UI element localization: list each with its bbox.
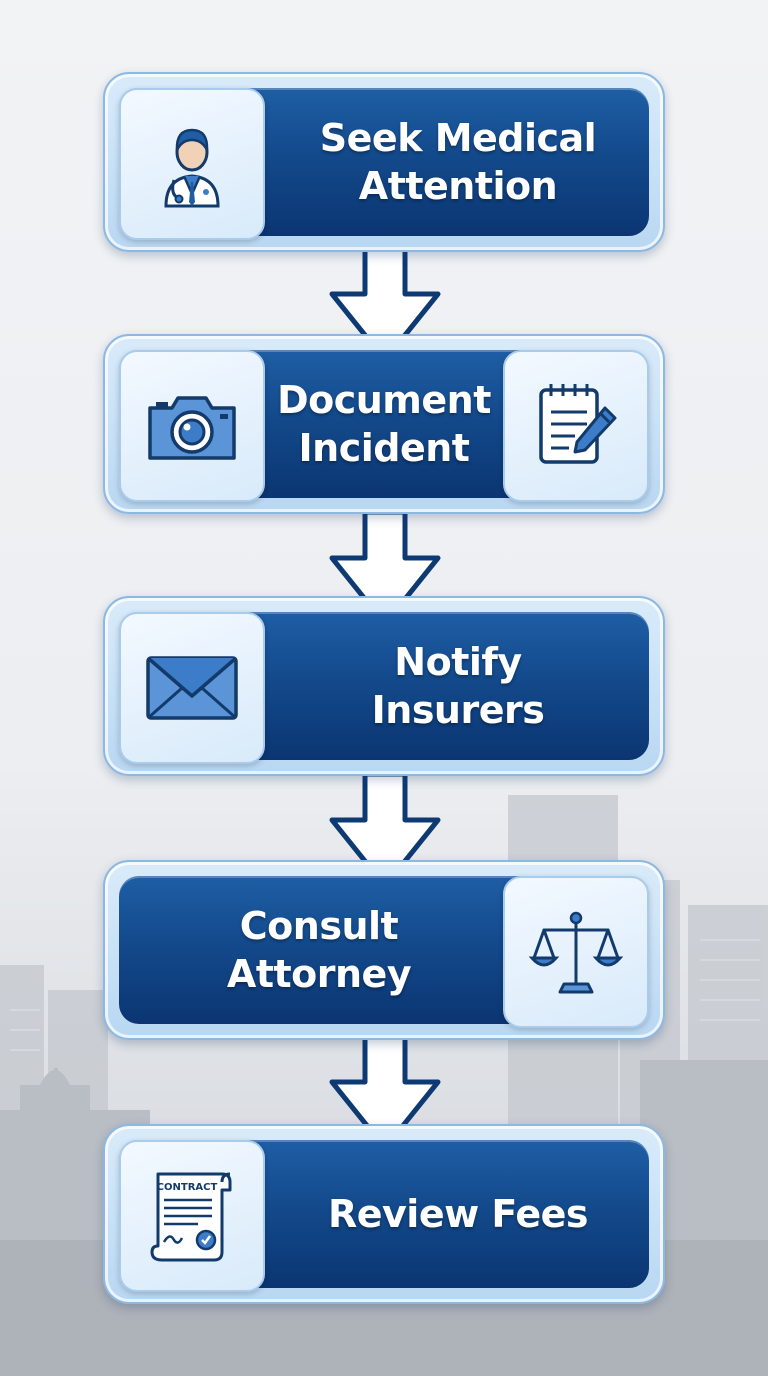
icon-tile	[119, 350, 265, 502]
notepad-pencil-icon	[539, 384, 617, 464]
step-label-line-1: Notify	[394, 640, 522, 684]
step-label-line-2: Attorney	[226, 952, 412, 996]
step-seek-medical-attention: Seek Medical Attention	[103, 72, 665, 252]
step-label: Document Incident	[265, 350, 503, 498]
step-label-line-1: Seek Medical	[319, 116, 597, 160]
contract-icon-text: CONTRACT	[157, 1182, 218, 1193]
step-label: Consult Attorney	[135, 876, 503, 1024]
scales-of-justice-icon	[528, 911, 624, 994]
step-label-line-2: Insurers	[371, 688, 545, 732]
step-label-line-1: Consult	[239, 904, 399, 948]
doctor-icon	[164, 128, 220, 208]
step-label: Notify Insurers	[273, 612, 643, 760]
step-label-line-2: Incident	[298, 426, 470, 470]
icon-tile	[119, 612, 265, 764]
envelope-icon	[146, 656, 238, 720]
flow-arrow-3	[329, 774, 441, 889]
step-consult-attorney: Consult Attorney	[103, 860, 665, 1040]
step-label: Seek Medical Attention	[273, 88, 643, 236]
step-notify-insurers: Notify Insurers	[103, 596, 665, 776]
contract-icon: CONTRACT	[150, 1172, 232, 1262]
step-label: Review Fees	[273, 1140, 643, 1288]
camera-icon	[148, 396, 236, 460]
flow-arrow-1	[329, 248, 441, 363]
icon-tile: CONTRACT	[119, 1140, 265, 1292]
icon-tile	[119, 88, 265, 240]
flow-arrow-2	[329, 512, 441, 627]
step-label-line-1: Document	[277, 378, 491, 422]
step-review-fees: CONTRACT Review Fees	[103, 1124, 665, 1304]
icon-tile-right	[503, 876, 649, 1028]
flow-arrow-4	[329, 1036, 441, 1151]
step-label-line-2: Attention	[358, 164, 558, 208]
step-document-incident: Document Incident	[103, 334, 665, 514]
step-label-line-1: Review Fees	[327, 1192, 589, 1236]
icon-tile-right	[503, 350, 649, 502]
